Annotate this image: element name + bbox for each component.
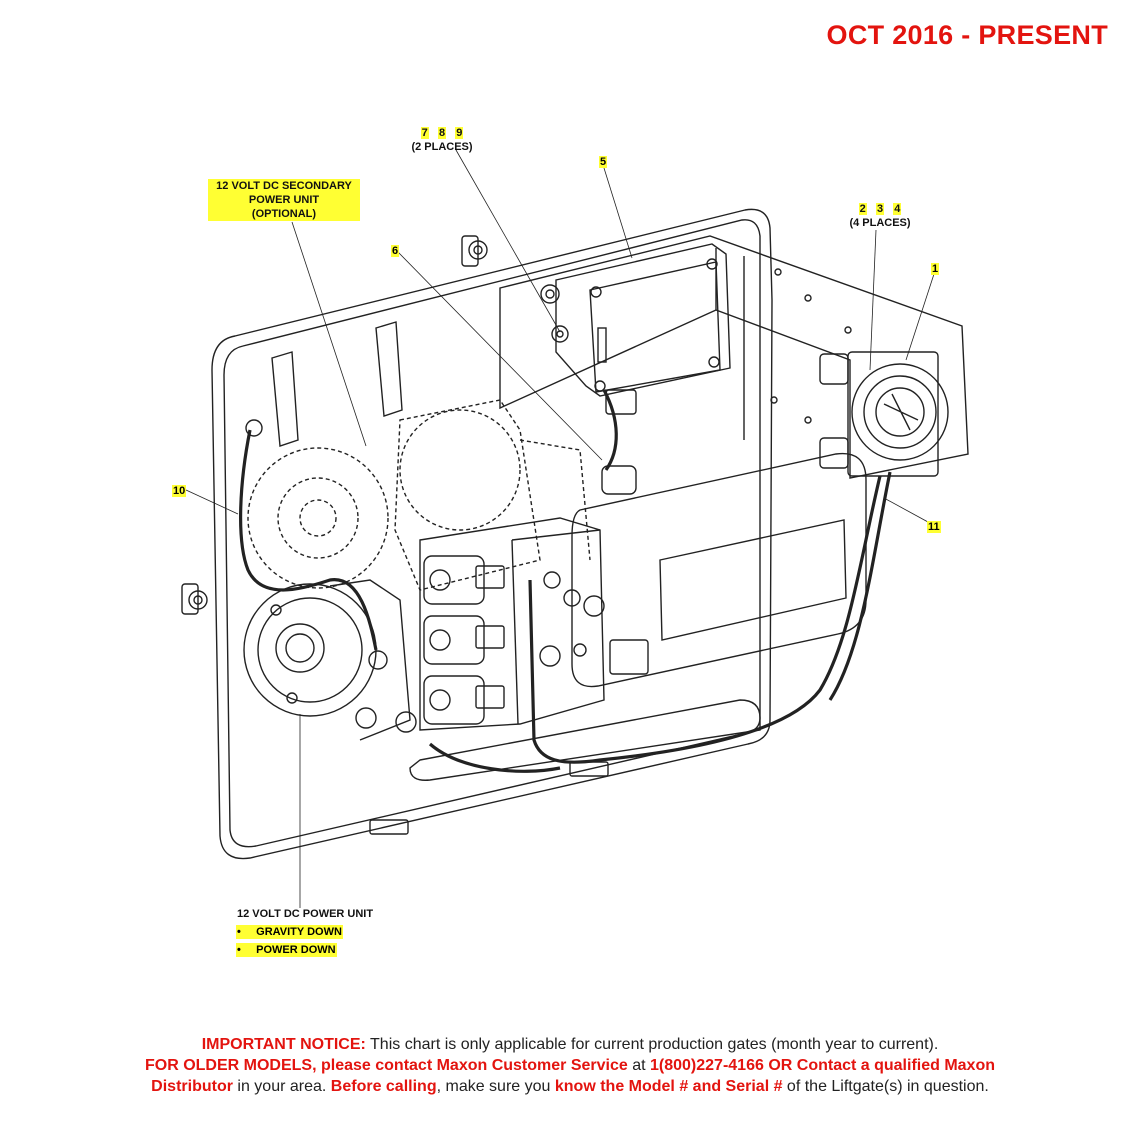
- date-range-title: OCT 2016 - PRESENT: [826, 20, 1108, 50]
- secondary-power-unit-label: 12 VOLT DC SECONDARY POWER UNIT (OPTIONA…: [208, 179, 360, 221]
- part-number-2: 2: [858, 203, 867, 215]
- bullet-icon: •: [237, 944, 241, 956]
- callout-note-4-places: (4 PLACES): [849, 217, 911, 229]
- notice-text-area: in your area.: [232, 1078, 331, 1095]
- valve-manifold: [419, 517, 649, 731]
- part-number-1: 1: [931, 263, 940, 275]
- notice-before-calling: Before calling: [330, 1078, 437, 1095]
- notice-text-at: at: [627, 1057, 650, 1074]
- notice-model-serial: know the Model # and Serial #: [554, 1078, 783, 1095]
- leader-lines: [185, 149, 935, 908]
- right-bracket: [499, 235, 969, 479]
- back-plate: [211, 208, 773, 860]
- notice-text-make-sure: , make sure you: [436, 1078, 555, 1095]
- control-box: [540, 243, 731, 415]
- option-gravity-down: • GRAVITY DOWN: [236, 925, 343, 939]
- notice-heading: IMPORTANT NOTICE:: [201, 1036, 366, 1053]
- notice-older-models: FOR OLDER MODELS, please contact Maxon C…: [144, 1057, 628, 1074]
- notice-line-3: Distributor in your area. Before calling…: [0, 1076, 1140, 1097]
- cable-lugs: [245, 419, 417, 733]
- notice-phone: 1(800)227-4166 OR Contact a qualified Ma…: [650, 1057, 995, 1074]
- part-number-3: 3: [875, 203, 885, 215]
- part-number-5: 5: [599, 156, 608, 168]
- notice-line-1: IMPORTANT NOTICE: This chart is only app…: [0, 1034, 1140, 1055]
- option-gravity-down-text: GRAVITY DOWN: [256, 926, 342, 938]
- callout-7-8-9: 7 8 9 (2 PLACES): [404, 126, 480, 154]
- option-power-down-text: POWER DOWN: [256, 944, 336, 956]
- part-number-11: 11: [927, 521, 941, 533]
- notice-distributor: Distributor: [151, 1078, 233, 1095]
- callout-2-3-4: 2 3 4 (4 PLACES): [842, 202, 918, 230]
- secondary-label-line2: POWER UNIT: [248, 194, 320, 206]
- bullet-icon: •: [237, 926, 241, 938]
- mounting-studs: [181, 235, 609, 835]
- callout-note-2-places: (2 PLACES): [411, 141, 473, 153]
- hanger-brackets: [271, 321, 403, 447]
- secondary-label-line1: 12 VOLT DC SECONDARY: [216, 180, 352, 192]
- primary-power-unit-label: 12 VOLT DC POWER UNIT: [237, 908, 374, 920]
- part-number-10: 10: [172, 485, 187, 497]
- secondary-label-line3: (OPTIONAL): [251, 208, 317, 220]
- secondary-power-unit: [247, 399, 591, 591]
- primary-motor: [243, 579, 411, 741]
- notice-line-2: FOR OLDER MODELS, please contact Maxon C…: [0, 1055, 1140, 1076]
- part-number-6: 6: [391, 245, 400, 257]
- notice-text-liftgate: of the Liftgate(s) in question.: [782, 1078, 989, 1095]
- part-number-9: 9: [455, 127, 464, 139]
- notice-text-1: This chart is only applicable for curren…: [365, 1036, 939, 1053]
- disconnect-switch: [819, 351, 949, 477]
- part-number-8: 8: [437, 127, 447, 139]
- important-notice: IMPORTANT NOTICE: This chart is only app…: [0, 1034, 1140, 1097]
- option-power-down: • POWER DOWN: [236, 943, 337, 957]
- part-number-7: 7: [420, 127, 429, 139]
- cables-and-hoses: [239, 389, 892, 773]
- part-number-4: 4: [893, 203, 902, 215]
